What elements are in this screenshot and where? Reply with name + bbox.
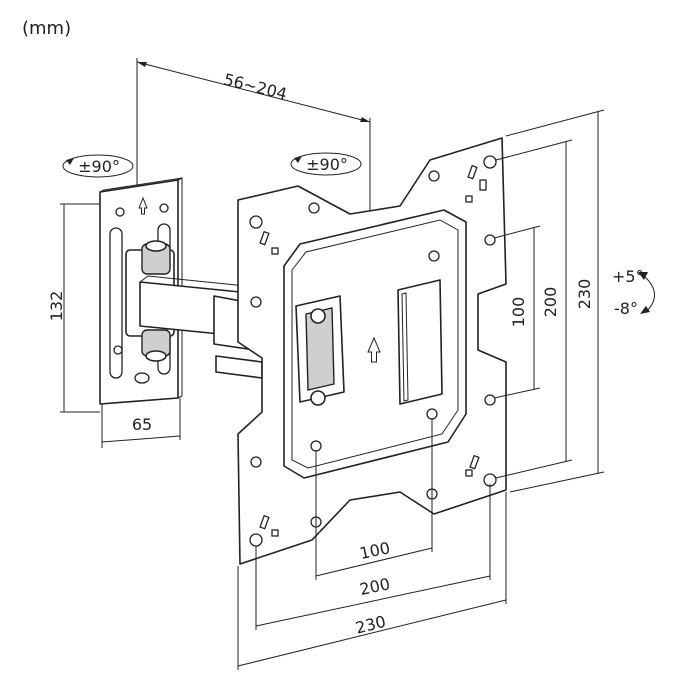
vesa-200-horizontal-label: 200 (358, 574, 392, 599)
wall-plate-height-label: 132 (47, 291, 66, 322)
tv-swivel-label: ±90° (306, 155, 348, 174)
tilt-down-label: -8° (614, 299, 638, 318)
arm-extension-label: 56~204 (222, 70, 289, 104)
wall-plate-height-dimension: 132 (47, 203, 100, 413)
wall-swivel-rotation: ±90° (62, 154, 134, 178)
vesa-230-vertical-label: 230 (575, 279, 594, 310)
tv-swivel-rotation: ±90° (290, 152, 362, 176)
vesa-230-vertical-dimension: 230 (505, 109, 605, 493)
vesa-100-vertical-label: 100 (509, 297, 528, 328)
wall-plate-width-label: 65 (132, 415, 152, 434)
wall-swivel-label: ±90° (78, 157, 120, 176)
tv-mounting-plate (237, 137, 507, 565)
vesa-200-horizontal-dimension: 200 (255, 484, 491, 630)
tilt-indicator: +5° -8° (612, 267, 655, 318)
vesa-230-horizontal-label: 230 (354, 612, 388, 638)
unit-label: (mm) (22, 18, 71, 39)
vesa-200-vertical-label: 200 (541, 287, 560, 318)
vesa-200-vertical-dimension: 200 (495, 139, 573, 479)
vesa-100-horizontal-dimension: 100 (315, 418, 433, 580)
tilt-up-label: +5° (612, 267, 644, 286)
vesa-100-vertical-dimension: 100 (493, 225, 541, 399)
wall-plate-width-dimension: 65 (101, 398, 181, 448)
